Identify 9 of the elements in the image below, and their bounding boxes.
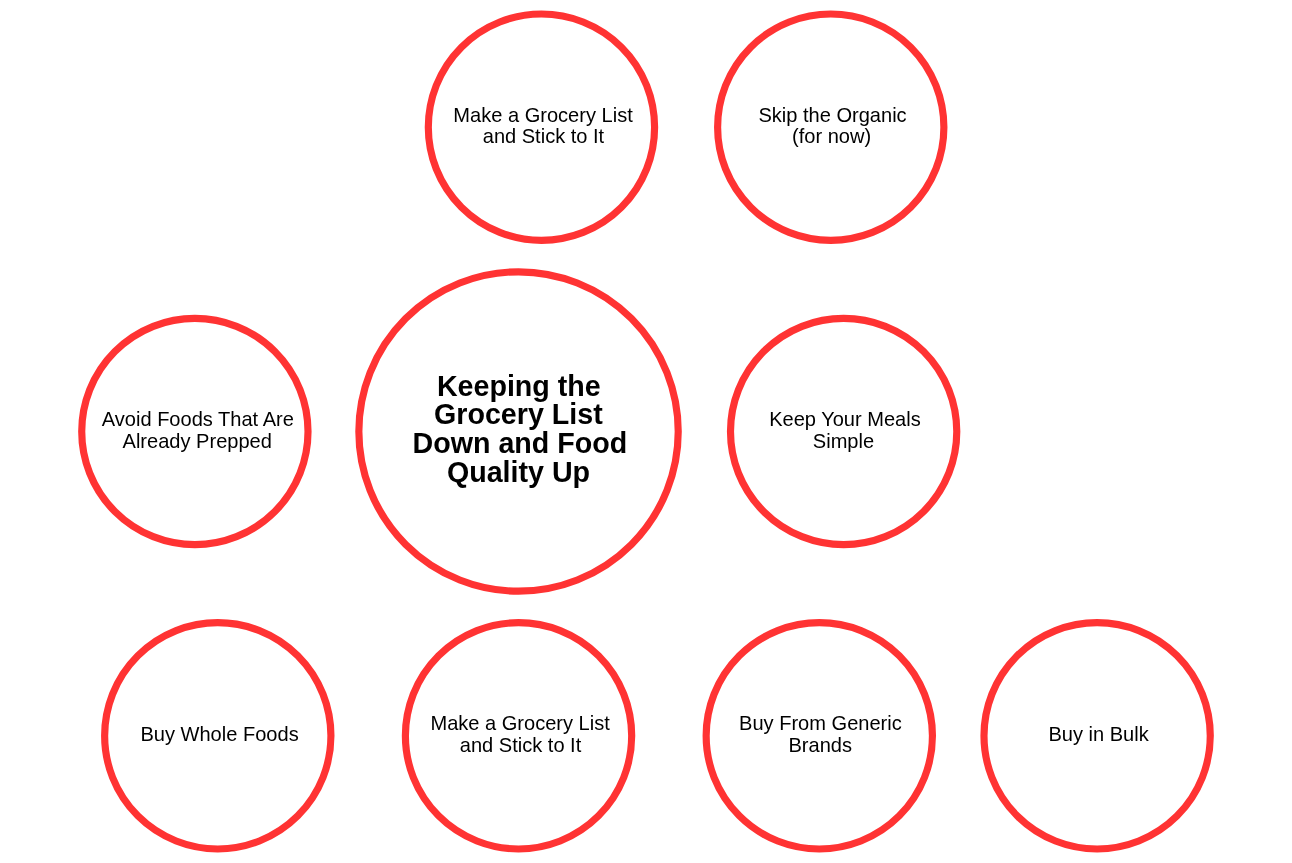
node-circle: Skip the Organic (for now)	[714, 10, 948, 244]
node-circle: Buy From Generic Brands	[702, 619, 936, 853]
node-circle: Buy in Bulk	[980, 619, 1214, 853]
node-circle: Make a Grocery List and Stick to It	[401, 619, 636, 853]
node-circle: Make a Grocery List and Stick to It	[424, 10, 659, 244]
node-circle: Keep Your Meals Simple	[726, 314, 961, 549]
node-circle: Buy Whole Foods	[101, 619, 335, 853]
node-circle: Avoid Foods That Are Already Prepped	[78, 314, 312, 549]
node-circle: Keeping the Grocery List Down and Food Quality Up	[355, 268, 682, 595]
